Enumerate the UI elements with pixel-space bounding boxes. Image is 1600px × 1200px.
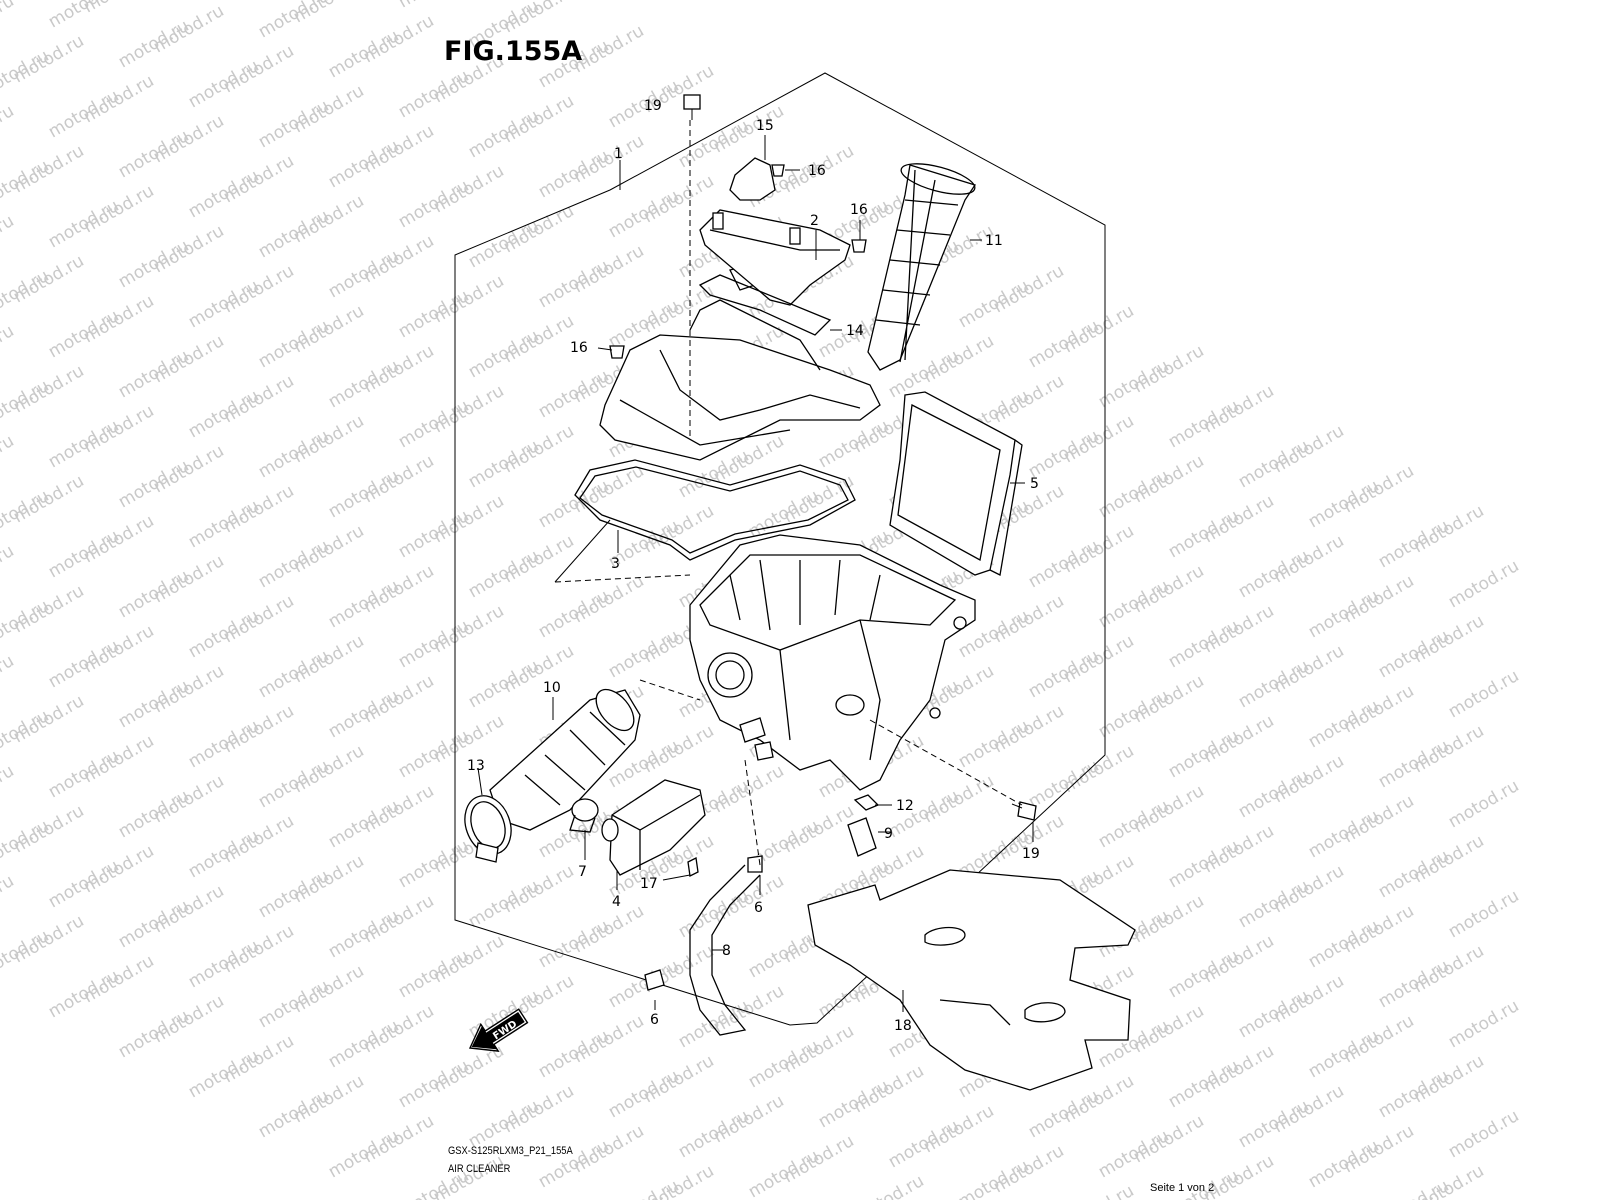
drain-plug-9 bbox=[847, 817, 877, 857]
callout-2: 2 bbox=[810, 213, 819, 229]
callout-10: 10 bbox=[543, 680, 561, 696]
fwd-arrow-icon: FWD bbox=[468, 1008, 529, 1052]
callout-9: 9 bbox=[884, 826, 893, 842]
model-code: GSX-S125RLXM3_P21_155A bbox=[448, 1145, 573, 1157]
intake-funnel-11 bbox=[867, 163, 977, 371]
clamp-7 bbox=[571, 798, 599, 822]
clamp-13 bbox=[464, 795, 512, 855]
callout-18: 18 bbox=[894, 1018, 912, 1034]
inlet-duct-10 bbox=[489, 688, 641, 831]
airbox-cover bbox=[599, 254, 881, 461]
screw-16-top bbox=[771, 164, 785, 177]
airbox-case bbox=[689, 534, 976, 791]
figure-title: FIG.155A bbox=[444, 36, 583, 67]
callout-3: 3 bbox=[611, 556, 620, 572]
clip-12 bbox=[853, 794, 880, 811]
callout-1: 1 bbox=[614, 146, 623, 162]
assembly-outline bbox=[454, 72, 1106, 1026]
gasket-3 bbox=[574, 459, 856, 561]
callout-8: 8 bbox=[722, 943, 731, 959]
callout-13: 13 bbox=[467, 758, 485, 774]
heat-shield-18 bbox=[807, 869, 1136, 1091]
seal-14 bbox=[698, 274, 832, 336]
callout-11: 11 bbox=[985, 233, 1003, 249]
screw-16-left bbox=[609, 345, 625, 359]
callout-19-top: 19 bbox=[644, 98, 662, 114]
callout-14: 14 bbox=[846, 323, 864, 339]
clip-6-lower bbox=[644, 969, 665, 991]
callout-16-right: 16 bbox=[850, 202, 868, 218]
callout-19-lower: 19 bbox=[1022, 846, 1040, 862]
resonator-box-4 bbox=[601, 779, 706, 876]
bracket-15 bbox=[729, 157, 776, 201]
callout-7: 7 bbox=[578, 864, 587, 880]
callout-6-lower: 6 bbox=[650, 1012, 659, 1028]
leader-lines bbox=[477, 120, 1034, 1012]
callout-6-upper: 6 bbox=[754, 900, 763, 916]
section-name: AIR CLEANER bbox=[448, 1163, 511, 1175]
screw-16-right bbox=[851, 239, 867, 253]
clip-6-upper bbox=[747, 855, 763, 873]
screw-17 bbox=[687, 857, 699, 877]
bolt-19-top bbox=[683, 94, 701, 120]
callout-12: 12 bbox=[896, 798, 914, 814]
element-holder-2 bbox=[699, 209, 851, 306]
filter-element-5 bbox=[889, 391, 1023, 576]
callout-15: 15 bbox=[756, 118, 774, 134]
page-info: Seite 1 von 2 bbox=[1150, 1182, 1215, 1194]
callout-5: 5 bbox=[1030, 476, 1039, 492]
callout-17: 17 bbox=[640, 876, 658, 892]
bolt-19-lower bbox=[1011, 801, 1037, 821]
callout-16-left: 16 bbox=[570, 340, 588, 356]
callout-4: 4 bbox=[612, 894, 621, 910]
hose-8 bbox=[689, 864, 761, 1036]
callout-16-top: 16 bbox=[808, 163, 826, 179]
